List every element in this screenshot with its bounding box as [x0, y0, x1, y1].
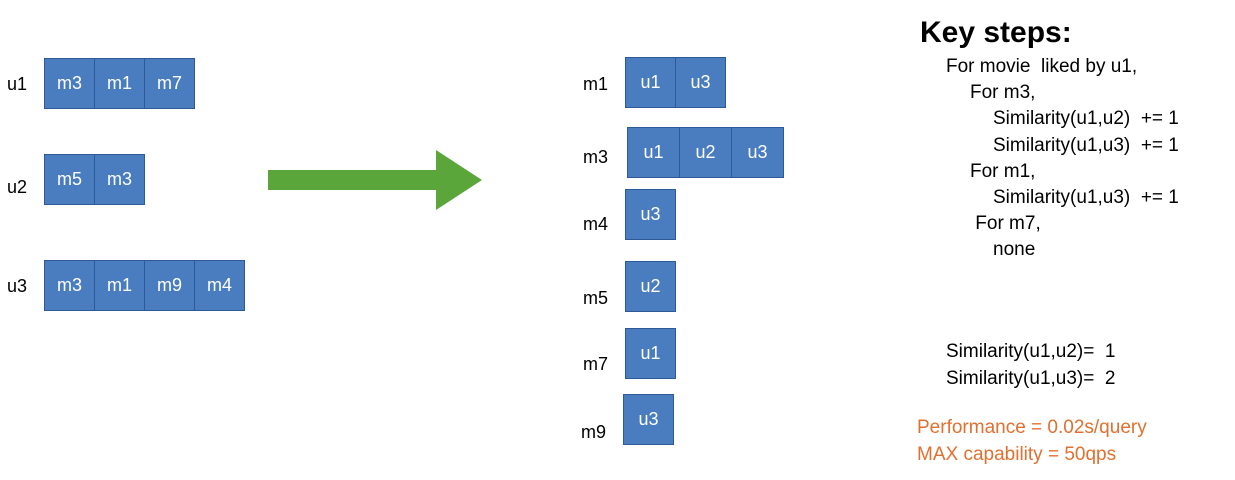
step-line: none: [993, 239, 1036, 261]
movie-user-row: u3: [625, 189, 676, 240]
movie-cell: m5: [44, 154, 95, 205]
step-line: Similarity(u1,u3) += 1: [993, 134, 1179, 156]
user-cell: u3: [675, 57, 726, 108]
movie-cell: m3: [94, 154, 145, 205]
movie-user-row: u1 u2 u3: [627, 127, 784, 178]
step-line: For m1,: [970, 160, 1036, 182]
movie-label: m1: [583, 74, 609, 94]
user-cell: u1: [625, 57, 676, 108]
movie-cell: m4: [194, 260, 245, 311]
movie-user-row: u1: [625, 328, 676, 379]
step-line: For m7,: [970, 213, 1041, 235]
user-cell: u2: [679, 127, 732, 178]
user-label: u1: [7, 74, 28, 94]
user-cell: u3: [625, 189, 676, 240]
user-cell: u3: [623, 394, 674, 445]
similarity-result: Similarity(u1,u2)= 1: [946, 341, 1116, 362]
movie-cell: m3: [44, 260, 95, 311]
key-steps-title: Key steps:: [920, 16, 1072, 49]
movie-user-row: u2: [625, 261, 676, 312]
capability-line: MAX capability = 50qps: [917, 444, 1117, 465]
user-label: u3: [7, 276, 28, 296]
movie-label: m9: [581, 422, 607, 442]
movie-cell: m3: [44, 58, 95, 109]
movie-label: m3: [583, 147, 609, 167]
movie-label: m7: [583, 354, 609, 374]
step-line: Similarity(u1,u2) += 1: [993, 108, 1179, 130]
performance-line: Performance = 0.02s/query: [917, 417, 1147, 438]
movie-cell: m1: [94, 260, 145, 311]
movie-cell: m9: [144, 260, 195, 311]
movie-user-row: u3: [623, 394, 674, 445]
movie-label: m5: [583, 288, 609, 308]
movie-cell: m1: [94, 58, 145, 109]
user-movie-row: m3 m1 m9 m4: [44, 260, 245, 311]
user-cell: u3: [731, 127, 784, 178]
user-label: u2: [7, 177, 28, 197]
step-line: Similarity(u1,u3) += 1: [993, 187, 1179, 209]
movie-user-row: u1 u3: [625, 57, 726, 108]
user-cell: u2: [625, 261, 676, 312]
transform-arrow-icon: [268, 150, 482, 210]
movie-cell: m7: [144, 58, 195, 109]
step-line: For movie liked by u1,: [946, 56, 1138, 77]
movie-label: m4: [583, 214, 609, 234]
user-movie-row: m5 m3: [44, 154, 145, 205]
user-movie-row: m3 m1 m7: [44, 58, 195, 109]
user-cell: u1: [627, 127, 680, 178]
key-steps-panel: Key steps: For movie liked by u1, For m3…: [920, 16, 1179, 389]
user-cell: u1: [625, 328, 676, 379]
similarity-result: Similarity(u1,u3)= 2: [946, 368, 1116, 389]
step-line: For m3,: [970, 82, 1036, 104]
